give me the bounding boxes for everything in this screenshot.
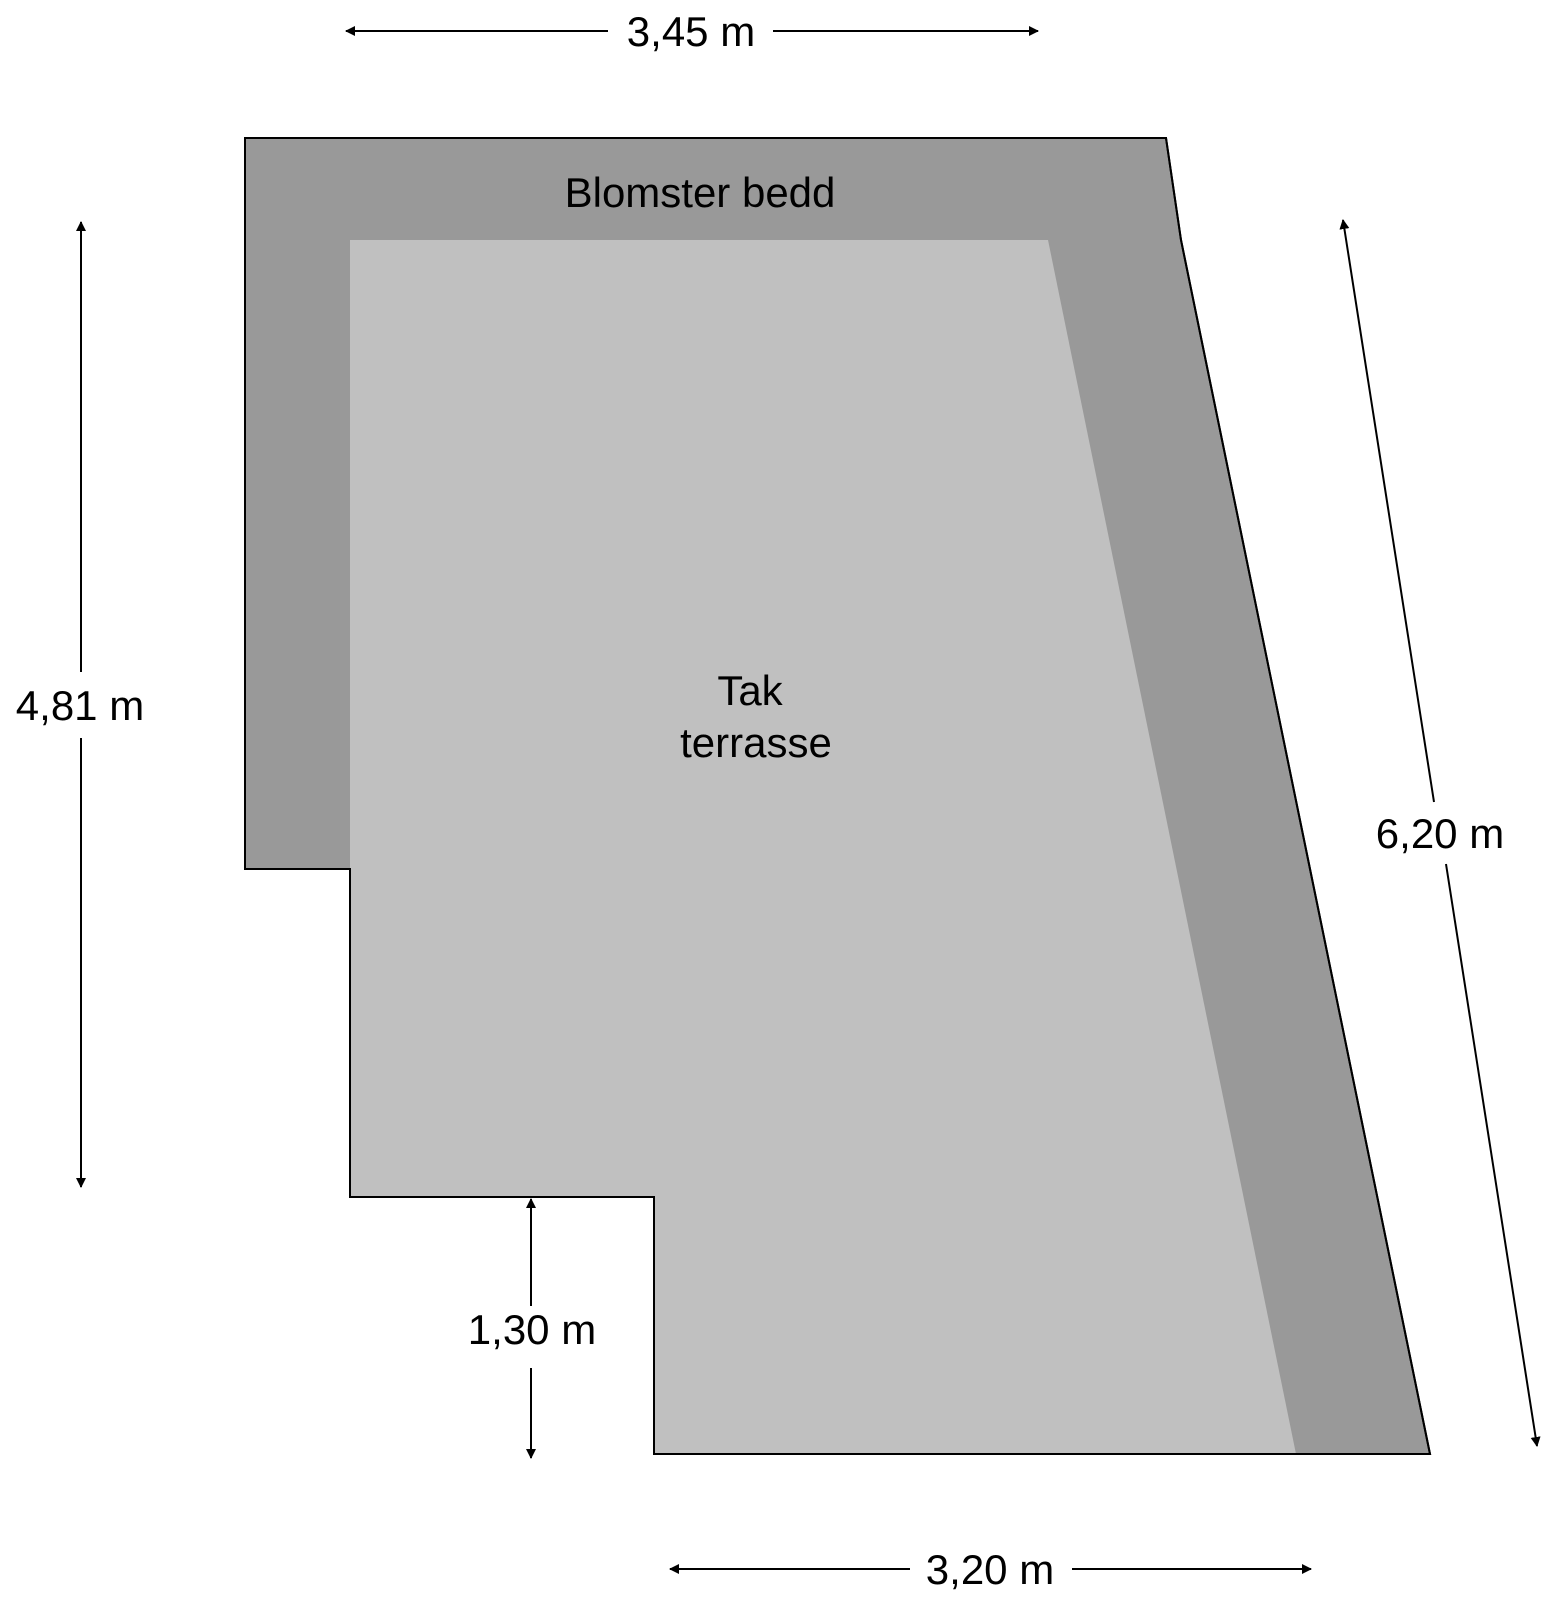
flower-bed-label: Blomster bedd — [565, 169, 836, 216]
right-slant-arrow-down — [1445, 863, 1541, 1447]
right-slant-arrow-up — [1339, 219, 1435, 803]
roof-terrace-area — [350, 240, 1296, 1454]
terrace-label-line2: terrasse — [680, 719, 832, 766]
left-height-dimension: 4,81 m — [16, 221, 144, 1188]
notch-height-label: 1,30 m — [468, 1306, 596, 1353]
notch-height-dimension: 1,30 m — [468, 1198, 596, 1459]
top-width-dimension: 3,45 m — [345, 8, 1039, 55]
right-slant-dimension: 6,20 m — [1339, 219, 1541, 1447]
bottom-width-dimension: 3,20 m — [669, 1546, 1312, 1593]
left-height-label: 4,81 m — [16, 682, 144, 729]
right-slant-label: 6,20 m — [1376, 810, 1504, 857]
bottom-width-label: 3,20 m — [926, 1546, 1054, 1593]
top-width-label: 3,45 m — [627, 8, 755, 55]
terrace-label-line1: Tak — [717, 667, 783, 714]
plan-outline — [244, 137, 1432, 1455]
